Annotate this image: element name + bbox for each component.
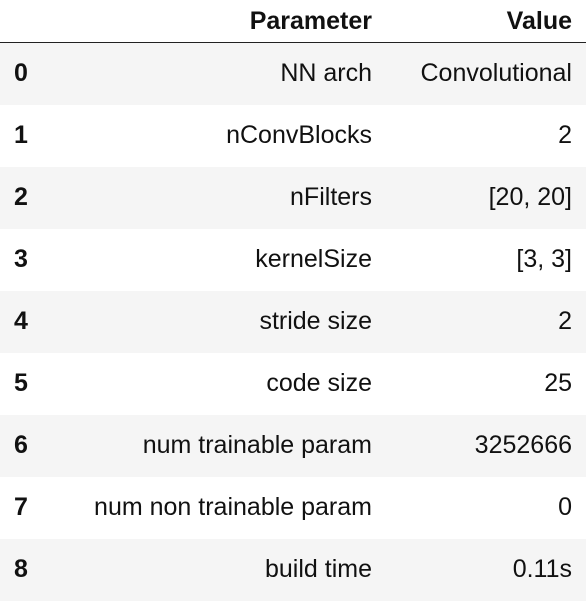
value-cell: [3, 3] — [516, 245, 572, 273]
value-cell: 2 — [558, 307, 572, 335]
parameter-cell: num non trainable param — [94, 493, 372, 521]
parameter-cell: nConvBlocks — [226, 121, 372, 149]
header-row: Parameter Value — [0, 0, 586, 43]
index-column-header — [0, 0, 44, 43]
table-row: 1 nConvBlocks 2 — [0, 105, 586, 167]
row-index: 0 — [14, 59, 28, 88]
value-cell: 3252666 — [474, 431, 572, 459]
row-index: 1 — [14, 121, 28, 149]
parameter-column-header: Parameter — [44, 0, 386, 43]
value-cell: 2 — [558, 121, 572, 149]
table-row: 8 build time 0.11s — [0, 538, 586, 601]
value-cell: 25 — [544, 369, 572, 397]
table-row: 0 NN arch Convolutional — [0, 42, 586, 105]
table-row: 7 num non trainable param 0 — [0, 477, 586, 539]
parameter-cell: nFilters — [290, 183, 372, 211]
table-header: Parameter Value — [0, 0, 586, 43]
parameter-cell: build time — [265, 555, 372, 583]
value-column-header: Value — [386, 0, 586, 43]
value-cell: [20, 20] — [488, 183, 572, 211]
table-row: 3 kernelSize [3, 3] — [0, 229, 586, 291]
value-cell: Convolutional — [420, 59, 573, 88]
table-row: 5 code size 25 — [0, 353, 586, 415]
parameter-cell: stride size — [259, 307, 372, 335]
row-index: 6 — [14, 431, 28, 459]
parameter-cell: kernelSize — [255, 245, 372, 273]
table-row: 6 num trainable param 3252666 — [0, 414, 586, 477]
value-cell: 0 — [558, 493, 572, 521]
parameter-cell: NN arch — [280, 59, 372, 88]
row-index: 7 — [14, 493, 28, 521]
table-body: 0 NN arch Convolutional 1 nConvBlocks 2 … — [0, 42, 586, 601]
table-row: 2 nFilters [20, 20] — [0, 166, 586, 229]
row-index: 5 — [14, 369, 28, 397]
table-row: 4 stride size 2 — [0, 290, 586, 353]
row-index: 8 — [14, 555, 28, 583]
row-index: 2 — [14, 183, 28, 211]
parameter-cell: num trainable param — [142, 431, 372, 459]
row-index: 4 — [14, 307, 28, 335]
value-cell: 0.11s — [512, 555, 572, 583]
row-index: 3 — [14, 245, 28, 273]
parameter-cell: code size — [266, 369, 372, 397]
